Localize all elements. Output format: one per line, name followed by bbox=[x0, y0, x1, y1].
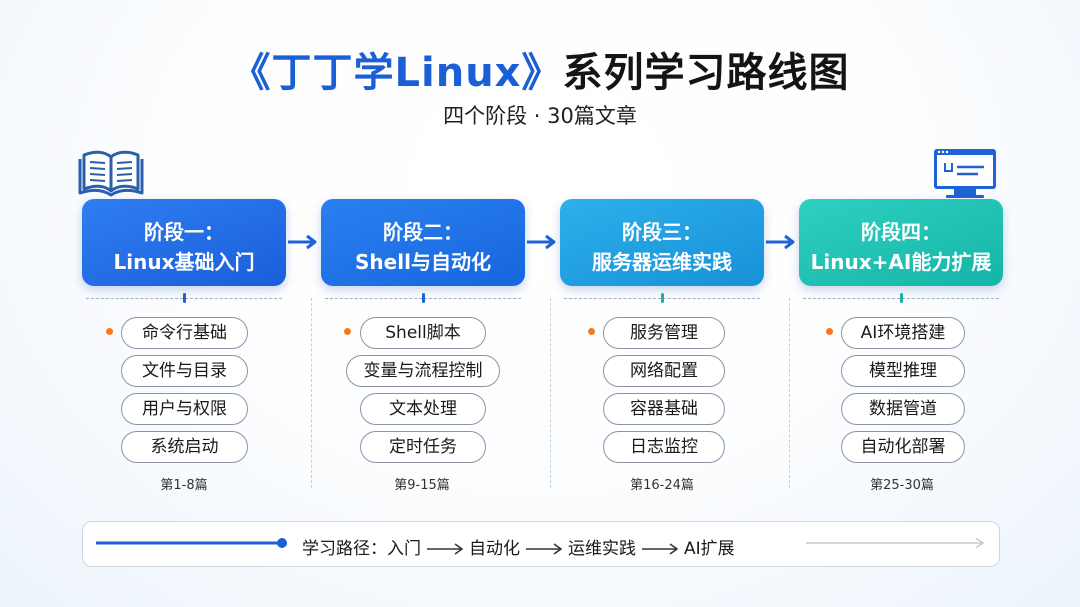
arrow-right-icon bbox=[527, 234, 556, 250]
stage-2-connector bbox=[422, 293, 425, 303]
topic-pill: 定时任务 bbox=[360, 431, 486, 463]
long-arrow-icon bbox=[526, 543, 562, 555]
arrow-right-icon bbox=[766, 234, 795, 250]
topic-pill: 文本处理 bbox=[360, 393, 486, 425]
bullet-dot bbox=[826, 328, 833, 335]
topic-pill: 网络配置 bbox=[603, 355, 725, 387]
divider bbox=[789, 298, 790, 488]
stage-4-title: Linux+AI能力扩展 bbox=[810, 250, 992, 274]
topic-pill: 日志监控 bbox=[603, 431, 725, 463]
stage-1-header: 阶段一： Linux基础入门 bbox=[82, 199, 286, 286]
path-step: AI扩展 bbox=[684, 539, 735, 559]
stage-2-range: 第9-15篇 bbox=[394, 478, 450, 493]
stage-2-label: 阶段二： bbox=[383, 220, 463, 244]
bullet-dot bbox=[106, 328, 113, 335]
stage-4-header: 阶段四： Linux+AI能力扩展 bbox=[799, 199, 1003, 286]
path-label: 学习路径： bbox=[302, 539, 387, 559]
topic-pill: 用户与权限 bbox=[121, 393, 248, 425]
stage-3-header: 阶段三： 服务器运维实践 bbox=[560, 199, 764, 286]
stage-1-connector bbox=[183, 293, 186, 303]
stage-3-connector bbox=[661, 293, 664, 303]
stage-3-range: 第16-24篇 bbox=[630, 478, 694, 493]
topic-pill: 系统启动 bbox=[121, 431, 248, 463]
topic-pill: 命令行基础 bbox=[121, 317, 248, 349]
computer-monitor-icon bbox=[934, 149, 996, 198]
bullet-dot bbox=[588, 328, 595, 335]
topic-pill: 服务管理 bbox=[603, 317, 725, 349]
arrow-right-icon bbox=[288, 234, 317, 250]
topic-pill: 数据管道 bbox=[841, 393, 965, 425]
stage-1-title: Linux基础入门 bbox=[113, 250, 255, 274]
trailing-arrow-icon bbox=[806, 537, 985, 549]
path-step: 运维实践 bbox=[568, 539, 636, 559]
stage-4-label: 阶段四： bbox=[861, 220, 941, 244]
topic-pill: Shell脚本 bbox=[360, 317, 486, 349]
path-step: 入门 bbox=[387, 539, 421, 559]
divider bbox=[550, 298, 551, 488]
stage-4-range: 第25-30篇 bbox=[870, 478, 934, 493]
bullet-dot bbox=[344, 328, 351, 335]
learning-path-text: 学习路径：入门 自动化 运维实践 AI扩展 bbox=[302, 534, 735, 559]
path-step: 自动化 bbox=[469, 539, 520, 559]
page-subtitle: 四个阶段 · 30篇文章 bbox=[443, 104, 637, 128]
stage-3-label: 阶段三： bbox=[622, 220, 702, 244]
stage-3-title: 服务器运维实践 bbox=[592, 250, 732, 274]
title-series-name: 《丁丁学Linux》 bbox=[230, 50, 563, 96]
topic-pill: 变量与流程控制 bbox=[346, 355, 500, 387]
open-book-icon bbox=[78, 150, 144, 197]
stage-2-header: 阶段二： Shell与自动化 bbox=[321, 199, 525, 286]
topic-pill: 模型推理 bbox=[841, 355, 965, 387]
stage-2-title: Shell与自动化 bbox=[355, 250, 491, 274]
page-title: 《丁丁学Linux》系列学习路线图 bbox=[0, 40, 1080, 98]
progress-line bbox=[96, 538, 287, 548]
stage-1-range: 第1-8篇 bbox=[160, 478, 208, 493]
topic-pill: 容器基础 bbox=[603, 393, 725, 425]
topic-pill: AI环境搭建 bbox=[841, 317, 965, 349]
long-arrow-icon bbox=[427, 543, 463, 555]
stage-4-connector bbox=[900, 293, 903, 303]
divider bbox=[311, 298, 312, 488]
topic-pill: 文件与目录 bbox=[121, 355, 248, 387]
long-arrow-icon bbox=[642, 543, 678, 555]
title-roadmap-label: 系列学习路线图 bbox=[562, 50, 850, 96]
stage-1-label: 阶段一： bbox=[144, 220, 224, 244]
topic-pill: 自动化部署 bbox=[841, 431, 965, 463]
